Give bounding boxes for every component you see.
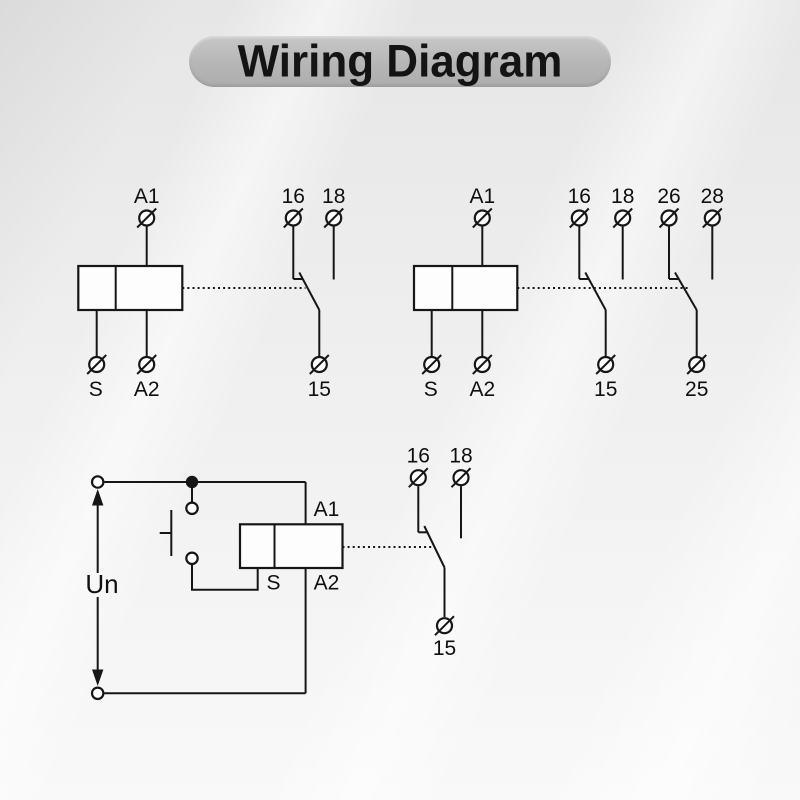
terminal-slash (434, 615, 455, 636)
terminal-s (421, 354, 442, 375)
terminal-slash (421, 354, 442, 375)
terminal-16 (569, 207, 590, 229)
relay-coil-box (77, 264, 184, 312)
junction-dot (185, 475, 199, 489)
terminal-slash (595, 354, 616, 375)
terminal-15 (595, 354, 616, 375)
terminal-16 (408, 467, 429, 488)
label-a2: A2 (134, 378, 160, 401)
label-s: S (89, 378, 103, 401)
label-a1: A1 (469, 185, 495, 208)
arrow-down-icon (92, 669, 104, 686)
label-a2: A2 (314, 572, 340, 595)
terminal-a1 (472, 207, 493, 229)
terminal-slash (283, 207, 304, 229)
wire-segment (191, 564, 259, 591)
page-title: Wiring Diagram (237, 35, 563, 87)
terminal-26 (658, 207, 680, 229)
terminal-18 (612, 207, 633, 229)
terminal-slash (450, 467, 472, 488)
contact-blade (674, 271, 698, 311)
label-26: 26 (657, 185, 680, 208)
label-18: 18 (611, 185, 634, 208)
label-a1: A1 (134, 185, 160, 208)
button-terminal-bottom (185, 551, 199, 566)
contact-blade (423, 525, 446, 568)
diagram-double-contact: A1 16 18 26 28 S A2 15 25 (412, 185, 724, 401)
contact-blade (298, 272, 321, 311)
button-terminal-top (185, 501, 199, 516)
label-18: 18 (322, 185, 345, 208)
supply-node-top (90, 475, 105, 489)
diagram-application-circuit: Un A1 S A2 16 18 15 (85, 445, 473, 701)
terminal-25 (686, 354, 707, 375)
terminal-slash (408, 467, 429, 488)
terminal-slash (612, 207, 633, 229)
label-16: 16 (407, 445, 430, 468)
arrow-up-icon (92, 489, 104, 506)
terminal-slash (136, 354, 157, 375)
terminal-a1 (136, 207, 157, 229)
label-16: 16 (568, 185, 591, 208)
terminal-a2 (136, 354, 157, 375)
terminal-a2 (472, 354, 493, 375)
label-15: 15 (433, 637, 456, 660)
label-s: S (266, 572, 280, 595)
label-a1: A1 (314, 498, 340, 521)
terminal-slash (136, 207, 157, 229)
terminal-slash (86, 354, 107, 375)
terminal-16 (283, 207, 304, 229)
diagram-single-contact: A1 16 18 S A2 15 (77, 185, 345, 401)
label-25: 25 (685, 378, 708, 401)
terminal-15 (434, 615, 455, 636)
terminal-18 (450, 467, 472, 488)
terminal-slash (569, 207, 590, 229)
terminal-slash (472, 207, 493, 229)
label-s: S (424, 378, 438, 401)
terminal-slash (472, 354, 493, 375)
terminal-slash (686, 354, 707, 375)
terminal-28 (702, 207, 723, 229)
terminal-slash (309, 354, 330, 375)
terminal-slash (658, 207, 680, 229)
terminal-slash (702, 207, 723, 229)
contact-blade (584, 272, 607, 311)
label-18: 18 (449, 445, 472, 468)
relay-coil-box (412, 264, 519, 312)
label-15: 15 (594, 378, 617, 401)
label-15: 15 (308, 378, 331, 401)
title-banner: Wiring Diagram (189, 36, 611, 87)
relay-coil-box (238, 523, 344, 570)
terminal-15 (309, 354, 330, 375)
label-a2: A2 (469, 378, 495, 401)
label-un: Un (85, 569, 118, 599)
supply-node-bottom (90, 686, 105, 701)
label-16: 16 (282, 185, 305, 208)
terminal-slash (323, 207, 344, 229)
label-28: 28 (701, 185, 724, 208)
terminal-18 (323, 207, 344, 229)
terminal-s (86, 354, 107, 375)
